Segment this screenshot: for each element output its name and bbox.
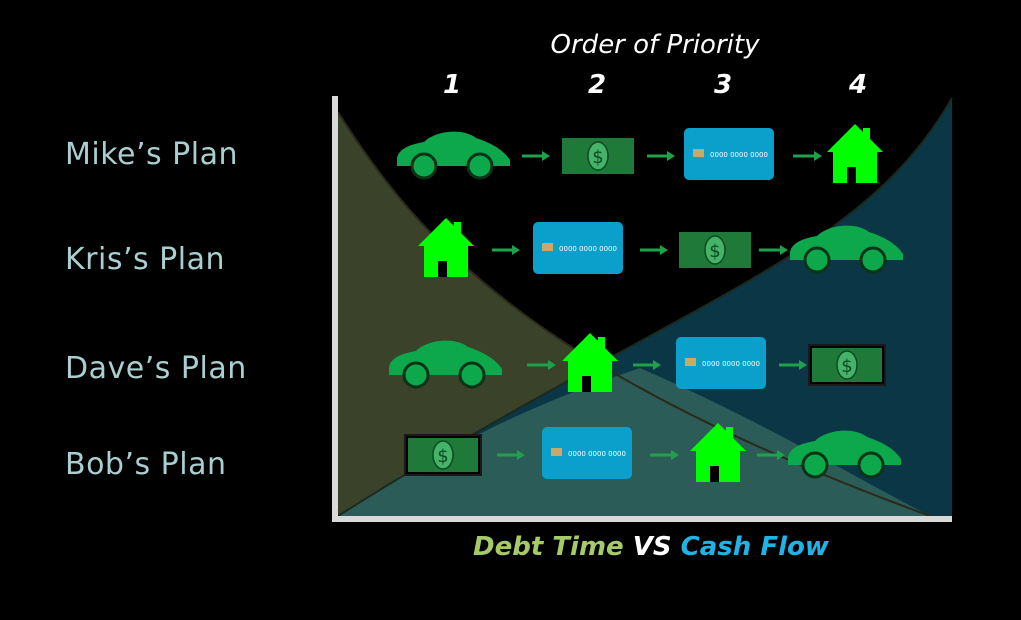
row1-arrow-icon-2 — [647, 151, 675, 161]
row3-arrow-icon-3 — [779, 360, 807, 370]
row1-car-icon — [397, 131, 510, 180]
row1-house-icon — [827, 124, 883, 183]
row1-card-icon: 0000 0000 0000 — [684, 128, 774, 180]
plan-label-kris: Kris’s Plan — [65, 242, 225, 277]
row3-card-icon: 0000 0000 0000 — [676, 337, 766, 389]
cash-flow-area — [338, 98, 952, 516]
priority-number-4: 4 — [848, 70, 868, 100]
row2-arrow-icon-3 — [759, 245, 788, 255]
dollar-sign: $ — [709, 241, 720, 262]
row2-arrow-icon-1 — [492, 245, 520, 255]
cash-flow-curve — [337, 97, 953, 517]
diagram-title: Order of Priority — [550, 30, 760, 60]
plan-label-bob: Bob’s Plan — [65, 447, 227, 482]
footer-versus: VS — [632, 532, 672, 562]
footer-debt-time: Debt Time — [473, 532, 624, 562]
card-number: 0000 0000 0000 — [559, 245, 617, 253]
x-axis — [332, 516, 952, 522]
row2-cash-icon: $ — [679, 232, 751, 268]
plan-label-mike: Mike’s Plan — [65, 137, 239, 172]
plan-label-dave: Dave’s Plan — [65, 351, 247, 386]
row2-arrow-icon-2 — [640, 245, 668, 255]
row2-house-icon — [418, 218, 474, 277]
footer-cash-flow: Cash Flow — [680, 532, 829, 562]
footer-caption: Debt Time VS Cash Flow — [473, 532, 829, 562]
row2-card-icon: 0000 0000 0000 — [533, 222, 623, 274]
row4-arrow-icon-1 — [497, 450, 525, 460]
dollar-sign: $ — [841, 356, 852, 377]
card-number: 0000 0000 0000 — [568, 450, 626, 458]
row4-arrow-icon-3 — [757, 450, 785, 460]
priority-number-3: 3 — [713, 70, 733, 100]
row3-car-icon — [389, 340, 502, 389]
row3-arrow-icon-2 — [633, 360, 661, 370]
card-number: 0000 0000 0000 — [710, 151, 768, 159]
priority-number-1: 1 — [442, 70, 462, 100]
row4-card-icon: 0000 0000 0000 — [542, 427, 632, 479]
row1-cash-icon: $ — [562, 138, 634, 174]
row4-house-icon — [690, 423, 746, 482]
row3-house-icon — [562, 333, 618, 392]
debt-time-area — [338, 112, 930, 516]
dollar-sign: $ — [592, 147, 603, 168]
priority-number-2: 2 — [587, 70, 607, 100]
debt-time-curve — [337, 111, 931, 517]
row3-cash-icon: $ — [808, 344, 886, 386]
y-axis — [332, 96, 338, 520]
card-number: 0000 0000 0000 — [702, 360, 760, 368]
row3-arrow-icon-1 — [527, 360, 556, 370]
row1-arrow-icon-1 — [522, 151, 550, 161]
dollar-sign: $ — [437, 446, 448, 467]
overlap-area — [338, 368, 930, 516]
row1-arrow-icon-3 — [793, 151, 822, 161]
row4-cash-icon: $ — [404, 434, 482, 476]
row4-arrow-icon-2 — [650, 450, 679, 460]
row2-car-icon — [790, 225, 903, 274]
row4-car-icon — [788, 430, 901, 479]
